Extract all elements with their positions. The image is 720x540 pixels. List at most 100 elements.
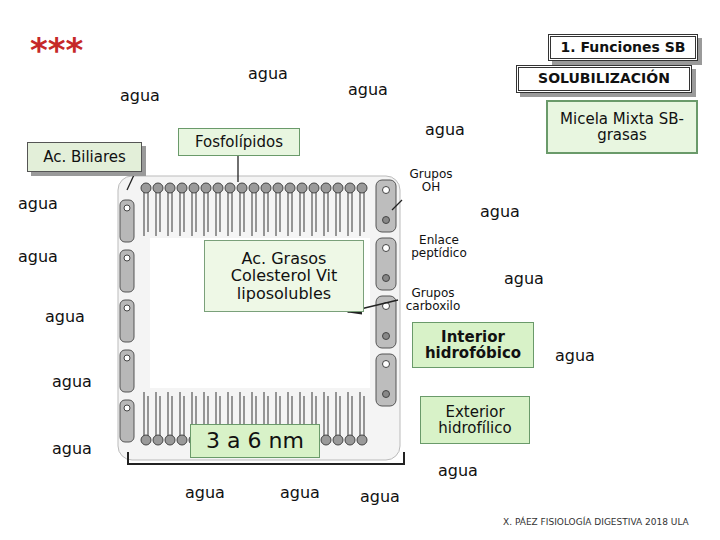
lipid-head	[309, 183, 319, 193]
oh-group	[124, 255, 130, 261]
lipid-tail	[239, 192, 240, 236]
credit-note: X. PÁEZ FISIOLOGÍA DIGESTIVA 2018 ULA	[503, 517, 689, 527]
micelle-core	[150, 238, 370, 388]
text-box: Exterior hidrofílico	[420, 396, 530, 444]
text-box: Micela Mixta SB-grasas	[546, 100, 698, 154]
lipid-tail	[351, 396, 352, 436]
box-label: Exterior hidrofílico	[425, 404, 525, 437]
lipid-tail	[159, 192, 160, 232]
lipid-head	[141, 183, 151, 193]
bile-acid-molecule	[120, 350, 134, 392]
lipid-head	[153, 183, 163, 193]
lipid-head	[357, 183, 367, 193]
lipid-tail	[195, 192, 196, 232]
carboxyl-group	[383, 333, 390, 340]
molecules	[120, 180, 396, 445]
carboxyl-group	[383, 275, 390, 282]
lipid-tail	[275, 192, 276, 236]
lipid-tail	[347, 392, 348, 436]
lipid-tail	[159, 396, 160, 436]
lipid-head	[177, 183, 187, 193]
lipid-head	[153, 435, 163, 445]
lipid-head	[165, 183, 175, 193]
lipid-tail	[363, 396, 364, 436]
annotation: agua	[18, 194, 58, 213]
box-label: 1. Funciones SB	[561, 40, 686, 55]
lipid-tail	[267, 192, 268, 232]
lipid-head	[177, 435, 187, 445]
lipid-tail	[255, 192, 256, 232]
lipid-tail	[167, 192, 168, 236]
lipid-tail	[339, 396, 340, 436]
lipid-tail	[359, 192, 360, 236]
text-box: 3 a 6 nm	[190, 424, 320, 458]
lipid-tail	[155, 192, 156, 236]
lipid-tail	[315, 192, 316, 232]
lipid-tail	[171, 192, 172, 232]
lipid-tail	[279, 192, 280, 232]
lipid-tail	[303, 192, 304, 232]
lipid-tail	[323, 392, 324, 436]
bile-acid-molecule	[120, 200, 134, 242]
lipid-tail	[263, 192, 264, 236]
lipid-tail	[291, 192, 292, 232]
box-label: SOLUBILIZACIÓN	[538, 71, 670, 86]
text-box: SOLUBILIZACIÓN	[516, 65, 692, 93]
annotation: Grupos OH	[402, 168, 460, 194]
text-box: Ac. Biliares	[27, 142, 142, 172]
lipid-head	[213, 183, 223, 193]
text-box: Interior hidrofóbico	[412, 322, 534, 368]
lipid-head	[321, 435, 331, 445]
lipid-tail	[167, 392, 168, 436]
lipid-tail	[227, 192, 228, 236]
oh-group	[124, 305, 130, 311]
annotation: agua	[18, 247, 58, 266]
lipid-head	[345, 435, 355, 445]
lipid-tail	[155, 392, 156, 436]
leader-line	[392, 200, 402, 210]
annotation: agua	[348, 80, 388, 99]
lipid-tail	[143, 392, 144, 436]
oh-group	[383, 187, 390, 194]
annotation: agua	[45, 307, 85, 326]
oh-group	[383, 245, 390, 252]
lipid-head	[357, 435, 367, 445]
lipid-tail	[335, 392, 336, 436]
lipid-head	[297, 183, 307, 193]
lipid-tail	[335, 192, 336, 236]
box-label: Interior hidrofóbico	[417, 329, 529, 362]
lipid-tail	[203, 192, 204, 236]
lipid-head	[189, 183, 199, 193]
oh-group	[124, 205, 130, 211]
lipid-tail	[231, 192, 232, 232]
annotation: Grupos carboxilo	[400, 287, 466, 313]
annotation: agua	[280, 483, 320, 502]
lipid-tail	[327, 192, 328, 232]
annotation: agua	[52, 439, 92, 458]
bile-acid-molecule	[376, 180, 396, 232]
annotation: agua	[52, 372, 92, 391]
lipid-tail	[147, 192, 148, 232]
lipid-tail	[183, 192, 184, 232]
annotation: agua	[438, 461, 478, 480]
lipid-head	[165, 435, 175, 445]
box-label: Fosfolípidos	[195, 134, 283, 151]
annotation: agua	[480, 202, 520, 221]
annotation: agua	[504, 269, 544, 288]
lipid-head	[321, 183, 331, 193]
lipid-head	[273, 183, 283, 193]
star-mark: ***	[30, 30, 83, 70]
annotation: agua	[120, 86, 160, 105]
bile-acid-molecule	[120, 400, 134, 442]
lipid-tail	[243, 192, 244, 232]
bile-acid-molecule	[376, 354, 396, 406]
lipid-tail	[171, 396, 172, 436]
annotation: agua	[555, 346, 595, 365]
oh-group	[383, 361, 390, 368]
leader-line	[237, 156, 238, 182]
carboxyl-group	[383, 217, 390, 224]
oh-group	[124, 355, 130, 361]
text-box: Fosfolípidos	[178, 128, 300, 156]
bile-acid-molecule	[120, 300, 134, 342]
